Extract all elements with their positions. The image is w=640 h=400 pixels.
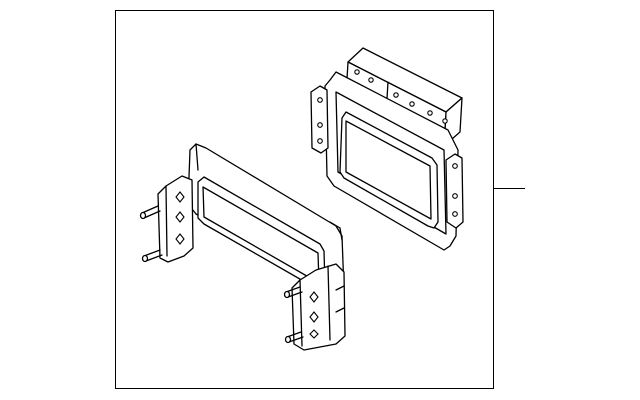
- callout-leader-line: [494, 188, 525, 189]
- ecm-icon: [310, 47, 464, 251]
- ecm-left-mount-ear: [310, 85, 329, 154]
- bracket-icon: [139, 143, 346, 351]
- ecm-housing: [324, 71, 459, 251]
- bracket-left-flange: [139, 175, 194, 263]
- illustration-frame: [115, 10, 494, 389]
- ecm-right-mount-ear: [445, 153, 464, 229]
- bracket-right-flange: [283, 263, 346, 351]
- stud-lower-right: [284, 331, 304, 344]
- stud-upper-right: [283, 286, 303, 299]
- stud-lower-left: [141, 249, 163, 263]
- stud-upper-left: [139, 205, 161, 220]
